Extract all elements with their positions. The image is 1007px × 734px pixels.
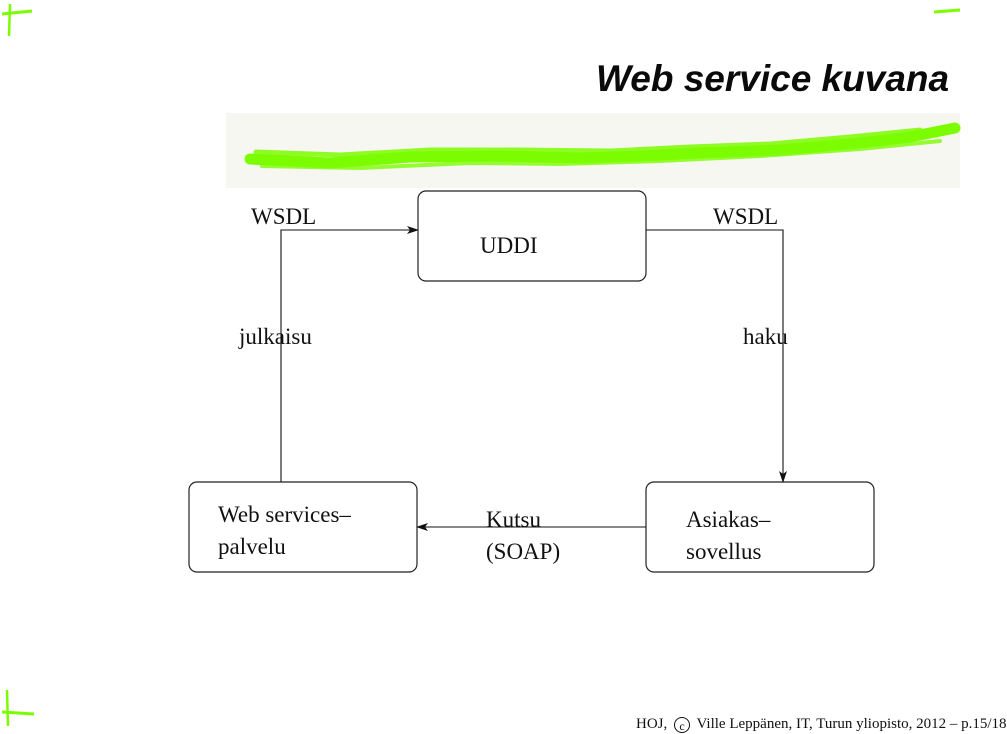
node-label-uddi: UDDI <box>480 233 538 258</box>
edge-label-call-line1: Kutsu <box>486 507 541 532</box>
copyright-symbol: c <box>674 717 691 733</box>
node-label-client-line2: sovellus <box>686 539 762 564</box>
slide-title: Web service kuvana <box>596 58 950 99</box>
corner-mark-top-right <box>933 8 961 14</box>
edge-label-wsdl-left: WSDL <box>251 204 317 229</box>
node-label-web-service-line1: Web services– <box>218 502 351 527</box>
edge-label-wsdl-right: WSDL <box>713 204 779 229</box>
slide-footer: HOJ, c Ville Leppänen, IT, Turun yliopis… <box>636 714 1007 734</box>
corner-mark-top-left <box>1 3 33 37</box>
corner-mark-bottom-left <box>1 689 35 727</box>
publish-connector <box>280 226 419 482</box>
edge-label-call-line2: (SOAP) <box>486 539 561 564</box>
footer-credits: Ville Leppänen, IT, Turun yliopisto, 201… <box>696 716 1007 732</box>
footer-author: HOJ, <box>636 716 668 732</box>
title-underline-swash <box>226 113 961 188</box>
edge-label-find: haku <box>743 324 788 349</box>
diagram-canvas <box>188 113 961 573</box>
uddi-registry-box <box>417 190 647 282</box>
edge-label-publish: julkaisu <box>239 324 312 349</box>
find-connector <box>646 229 787 483</box>
node-label-client-line1: Asiakas– <box>686 507 771 532</box>
node-label-web-service-line2: palvelu <box>218 534 286 559</box>
